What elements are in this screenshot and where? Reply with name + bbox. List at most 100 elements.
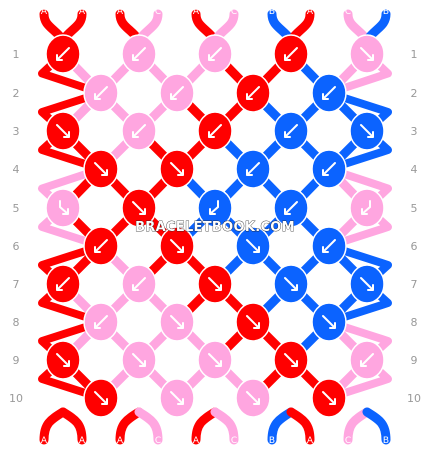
knot[interactable] bbox=[349, 188, 385, 228]
top-strand-label: A bbox=[41, 7, 48, 17]
row-number-right: 9 bbox=[411, 354, 418, 367]
knot[interactable] bbox=[197, 34, 233, 74]
knot-ellipse bbox=[197, 188, 233, 228]
knot[interactable] bbox=[235, 149, 271, 189]
knot-arrow-icon bbox=[59, 200, 69, 215]
knot[interactable] bbox=[45, 111, 81, 151]
knot-arrow-icon bbox=[170, 315, 184, 329]
row-number-left: 8 bbox=[13, 316, 20, 329]
knot[interactable] bbox=[235, 73, 271, 113]
knot-arrow-icon bbox=[208, 353, 222, 367]
knot[interactable] bbox=[45, 188, 81, 228]
knot[interactable] bbox=[83, 149, 119, 189]
knot[interactable] bbox=[311, 302, 347, 342]
knot-arrow-icon bbox=[360, 277, 374, 291]
row-number-right: 5 bbox=[411, 202, 418, 215]
bottom-strand-label: A bbox=[117, 436, 124, 446]
knot[interactable] bbox=[197, 264, 233, 304]
knot[interactable] bbox=[273, 188, 309, 228]
row-number-right: 1 bbox=[411, 48, 418, 61]
knot[interactable] bbox=[45, 264, 81, 304]
knot[interactable] bbox=[121, 188, 157, 228]
knot[interactable] bbox=[159, 73, 195, 113]
knot[interactable] bbox=[349, 111, 385, 151]
row-number-left: 5 bbox=[13, 202, 20, 215]
knot[interactable] bbox=[83, 226, 119, 266]
knot-arrow-icon bbox=[322, 239, 336, 253]
knot[interactable] bbox=[83, 302, 119, 342]
top-strand-label: A bbox=[117, 7, 124, 17]
knot-arrow-icon bbox=[56, 47, 70, 61]
knot[interactable] bbox=[311, 226, 347, 266]
knot[interactable] bbox=[197, 111, 233, 151]
row-number-left: 9 bbox=[13, 354, 20, 367]
top-strand-label: C bbox=[345, 7, 351, 17]
top-strand-label: A bbox=[307, 7, 314, 17]
knot[interactable] bbox=[273, 340, 309, 380]
knot[interactable] bbox=[45, 34, 81, 74]
knot-arrow-icon bbox=[284, 47, 298, 61]
knot-arrow-icon bbox=[361, 200, 371, 215]
knot-grid bbox=[45, 34, 385, 418]
knot[interactable] bbox=[311, 149, 347, 189]
top-strand-label: A bbox=[193, 7, 200, 17]
knot-arrow-icon bbox=[284, 124, 298, 138]
row-number-right: 10 bbox=[407, 392, 421, 405]
bottom-strand-thread bbox=[134, 407, 163, 445]
knot[interactable] bbox=[349, 34, 385, 74]
knot[interactable] bbox=[273, 264, 309, 304]
bottom-strand-thread bbox=[210, 407, 239, 445]
knot[interactable] bbox=[45, 340, 81, 380]
knot-arrow-icon bbox=[209, 200, 219, 215]
knot[interactable] bbox=[235, 302, 271, 342]
knot-arrow-icon bbox=[360, 353, 374, 367]
knot[interactable] bbox=[159, 378, 195, 418]
knot[interactable] bbox=[235, 226, 271, 266]
row-number-left: 6 bbox=[13, 240, 20, 253]
knot[interactable] bbox=[311, 378, 347, 418]
top-strand-label: C bbox=[231, 7, 237, 17]
knot[interactable] bbox=[197, 340, 233, 380]
knot[interactable] bbox=[197, 188, 233, 228]
knot[interactable] bbox=[121, 34, 157, 74]
knot[interactable] bbox=[311, 73, 347, 113]
row-number-right: 6 bbox=[411, 240, 418, 253]
top-strand-label: C bbox=[155, 7, 161, 17]
knot[interactable] bbox=[83, 73, 119, 113]
knot[interactable] bbox=[235, 378, 271, 418]
knot-arrow-icon bbox=[322, 86, 336, 100]
watermark: BRACELETBOOK.COM bbox=[135, 220, 295, 235]
row-number-left: 10 bbox=[9, 392, 23, 405]
bottom-strand-label: B bbox=[269, 436, 275, 446]
knot[interactable] bbox=[83, 378, 119, 418]
row-number-right: 2 bbox=[411, 87, 418, 100]
knot[interactable] bbox=[349, 264, 385, 304]
bottom-strand-thread bbox=[362, 407, 391, 445]
row-number-left: 1 bbox=[13, 48, 20, 61]
knot-arrow-icon bbox=[246, 239, 260, 253]
knot[interactable] bbox=[121, 111, 157, 151]
knot[interactable] bbox=[273, 111, 309, 151]
knot[interactable] bbox=[121, 340, 157, 380]
bottom-strand-label: A bbox=[193, 436, 200, 446]
knot[interactable] bbox=[349, 340, 385, 380]
bottom-strand-thread bbox=[286, 407, 315, 445]
knot-arrow-icon bbox=[170, 86, 184, 100]
knot[interactable] bbox=[159, 149, 195, 189]
knot-arrow-icon bbox=[246, 315, 260, 329]
knot-arrow-icon bbox=[132, 201, 146, 215]
knot-arrow-icon bbox=[94, 239, 108, 253]
knot[interactable] bbox=[273, 34, 309, 74]
top-strand-label: A bbox=[79, 7, 86, 17]
bottom-strand-label: C bbox=[155, 436, 161, 446]
knot-arrow-icon bbox=[170, 162, 184, 176]
knot[interactable] bbox=[159, 226, 195, 266]
knot[interactable] bbox=[159, 302, 195, 342]
knot[interactable] bbox=[121, 264, 157, 304]
top-strand-label: B bbox=[383, 7, 389, 17]
knot-arrow-icon bbox=[132, 277, 146, 291]
row-number-left: 2 bbox=[13, 87, 20, 100]
knot-arrow-icon bbox=[132, 47, 146, 61]
